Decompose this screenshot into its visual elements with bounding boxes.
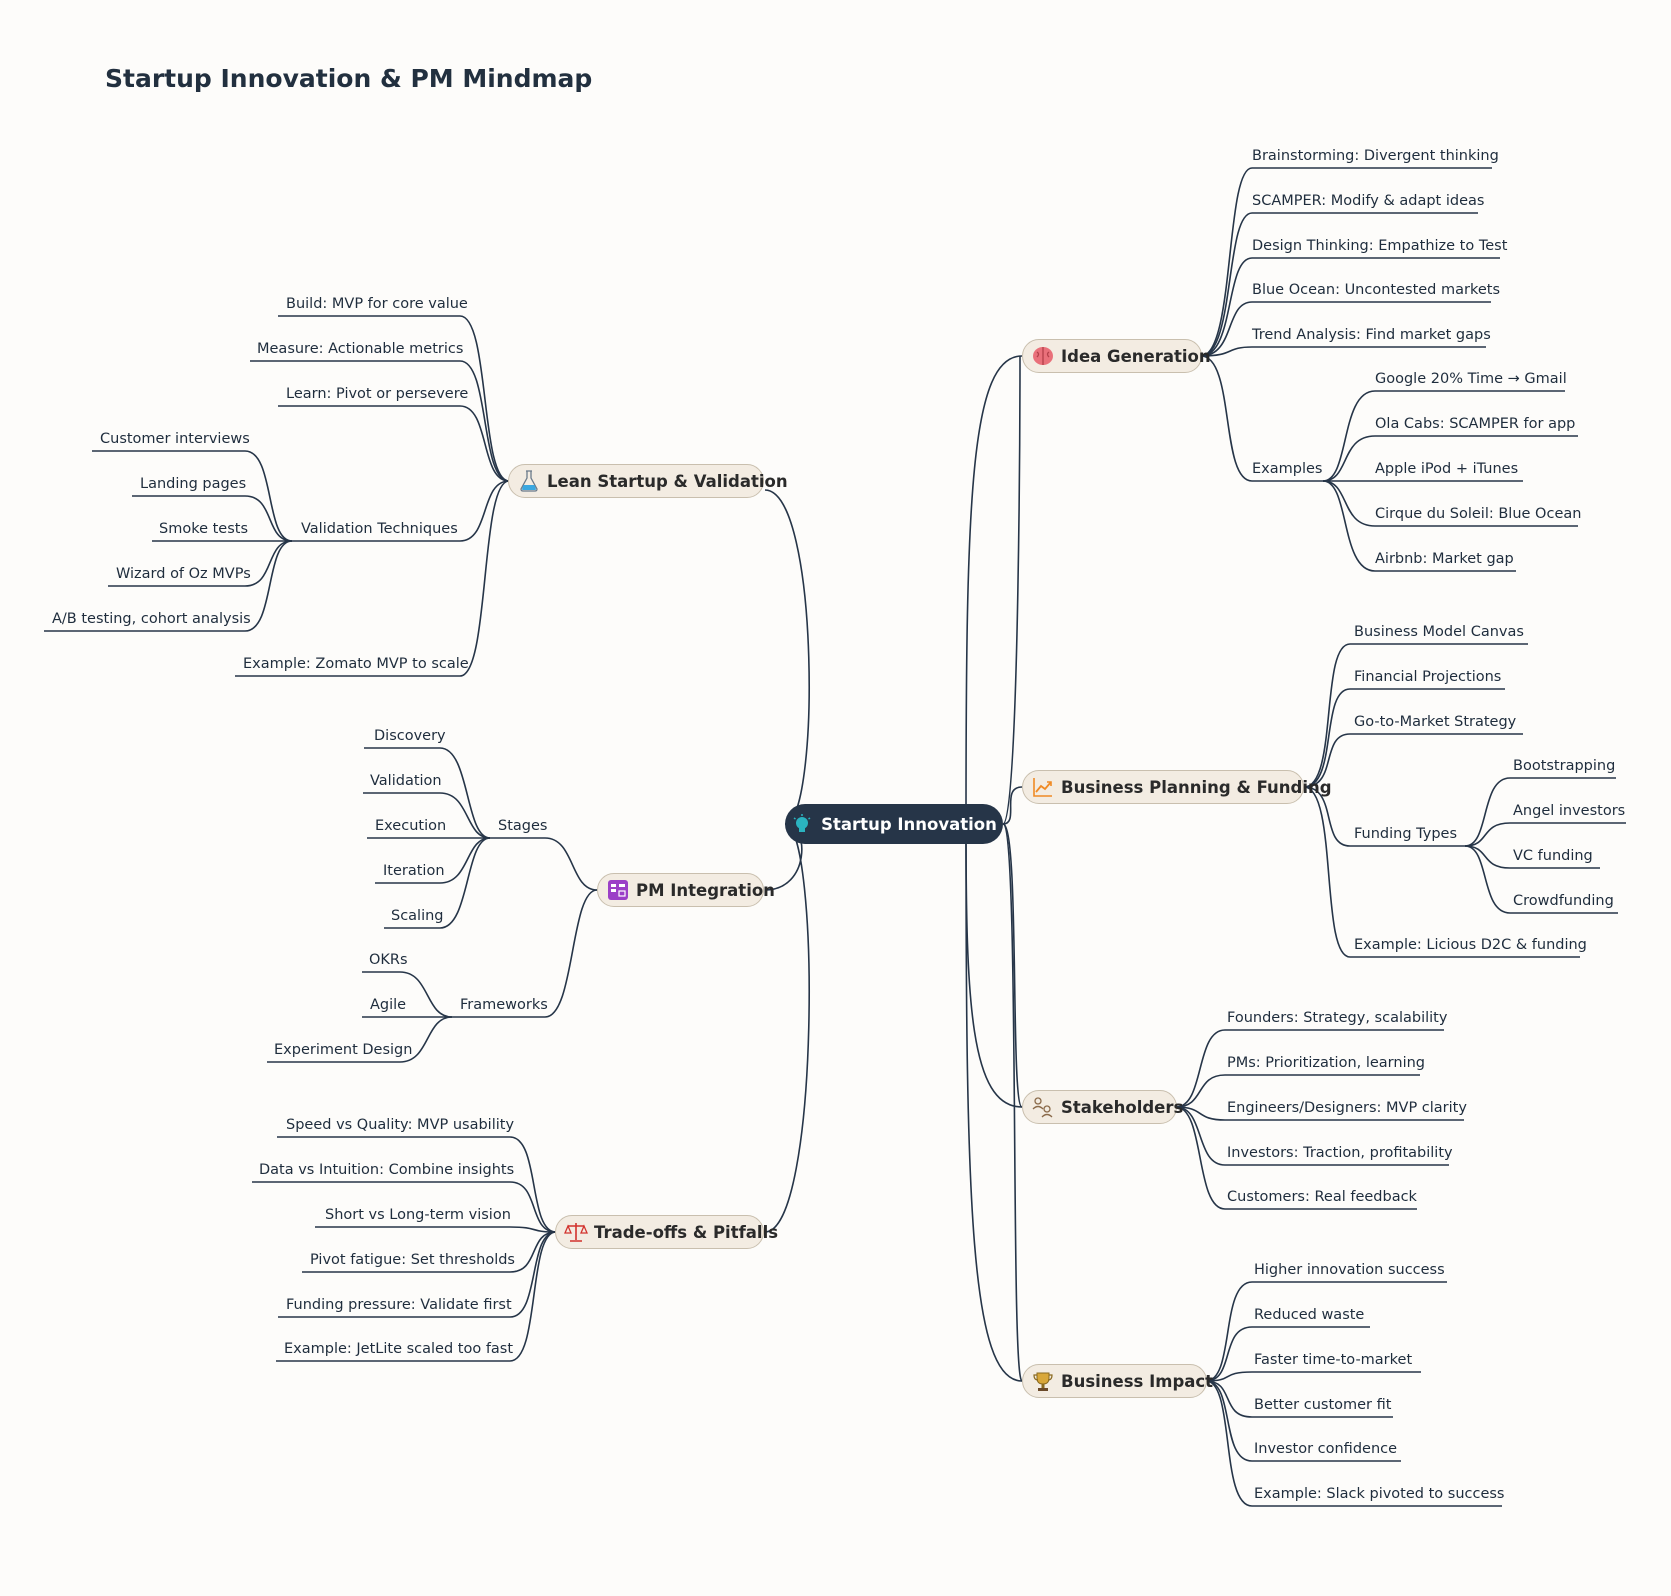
leaf-example-google: Google 20% Time → Gmail xyxy=(1375,371,1567,387)
topic-label: Business Impact xyxy=(1061,1371,1214,1391)
leaf-funding-pressure: Funding pressure: Validate first xyxy=(286,1297,512,1313)
topic-pm-integration[interactable]: PM Integration xyxy=(597,873,775,907)
topic-lean-startup[interactable]: Lean Startup & Validation xyxy=(508,464,788,498)
leaf-bootstrapping: Bootstrapping xyxy=(1513,758,1616,774)
leaf-design-thinking: Design Thinking: Empathize to Test xyxy=(1252,238,1508,254)
topic-label: PM Integration xyxy=(636,880,775,900)
leaf-measure: Measure: Actionable metrics xyxy=(257,341,464,357)
trophy-icon xyxy=(1031,1368,1055,1394)
leaf-scamper: SCAMPER: Modify & adapt ideas xyxy=(1252,193,1485,209)
root-label: Startup Innovation xyxy=(821,814,997,834)
flask-icon xyxy=(517,468,541,494)
root-node[interactable]: Startup Innovation xyxy=(785,804,1003,844)
trend-chart-icon xyxy=(1031,774,1055,800)
leaf-experiment-design: Experiment Design xyxy=(274,1042,413,1058)
leaf-speed-quality: Speed vs Quality: MVP usability xyxy=(286,1117,515,1133)
brain-icon xyxy=(1031,343,1055,369)
leaf-customer-interviews: Customer interviews xyxy=(100,431,250,447)
leaf-customer-fit: Better customer fit xyxy=(1254,1397,1392,1413)
leaf-example-airbnb: Airbnb: Market gap xyxy=(1375,551,1514,567)
scale-icon xyxy=(564,1219,588,1245)
leaf-ab-testing: A/B testing, cohort analysis xyxy=(52,611,251,627)
leaf-example-apple: Apple iPod + iTunes xyxy=(1375,461,1519,477)
leaf-wizard-of-oz: Wizard of Oz MVPs xyxy=(116,566,251,582)
leaf-engineers: Engineers/Designers: MVP clarity xyxy=(1227,1100,1467,1116)
people-icon xyxy=(1031,1094,1055,1120)
topic-stakeholders[interactable]: Stakeholders xyxy=(1022,1090,1183,1124)
leaf-learn: Learn: Pivot or persevere xyxy=(286,386,469,402)
leaf-short-long: Short vs Long-term vision xyxy=(325,1207,511,1223)
leaf-okrs: OKRs xyxy=(369,952,408,968)
topic-label: Idea Generation xyxy=(1061,346,1211,366)
leaf-faster-ttm: Faster time-to-market xyxy=(1254,1352,1413,1368)
leaf-slack: Example: Slack pivoted to success xyxy=(1254,1486,1505,1502)
lightbulb-icon xyxy=(791,813,813,835)
leaf-trend-analysis: Trend Analysis: Find market gaps xyxy=(1252,327,1491,343)
topic-label: Business Planning & Funding xyxy=(1061,777,1332,797)
leaf-frameworks: Frameworks xyxy=(460,997,548,1013)
leaf-customers: Customers: Real feedback xyxy=(1227,1189,1417,1205)
leaf-investors: Investors: Traction, profitability xyxy=(1227,1145,1453,1161)
topic-tradeoffs[interactable]: Trade-offs & Pitfalls xyxy=(555,1215,778,1249)
topic-business-planning[interactable]: Business Planning & Funding xyxy=(1022,770,1332,804)
leaf-stages: Stages xyxy=(498,818,548,834)
leaf-pivot-fatigue: Pivot fatigue: Set thresholds xyxy=(310,1252,515,1268)
leaf-example-cirque: Cirque du Soleil: Blue Ocean xyxy=(1375,506,1582,522)
leaf-angel: Angel investors xyxy=(1513,803,1626,819)
leaf-build: Build: MVP for core value xyxy=(286,296,468,312)
leaf-brainstorming: Brainstorming: Divergent thinking xyxy=(1252,148,1499,164)
topic-business-impact[interactable]: Business Impact xyxy=(1022,1364,1213,1398)
leaf-pms: PMs: Prioritization, learning xyxy=(1227,1055,1426,1071)
leaf-zomato: Example: Zomato MVP to scale xyxy=(243,656,469,672)
leaf-discovery: Discovery xyxy=(374,728,446,744)
leaf-iteration: Iteration xyxy=(383,863,445,879)
topic-label: Trade-offs & Pitfalls xyxy=(594,1222,779,1242)
leaf-reduced-waste: Reduced waste xyxy=(1254,1307,1365,1323)
leaf-founders: Founders: Strategy, scalability xyxy=(1227,1010,1448,1026)
topic-idea-generation[interactable]: Idea Generation xyxy=(1022,339,1211,373)
leaf-blue-ocean: Blue Ocean: Uncontested markets xyxy=(1252,282,1501,298)
leaf-validation-techniques: Validation Techniques xyxy=(301,521,458,537)
leaf-execution: Execution xyxy=(375,818,447,834)
leaf-gtm: Go-to-Market Strategy xyxy=(1354,714,1517,730)
leaf-example-ola: Ola Cabs: SCAMPER for app xyxy=(1375,416,1576,432)
leaf-licious: Example: Licious D2C & funding xyxy=(1354,937,1587,953)
leaf-higher-success: Higher innovation success xyxy=(1254,1262,1445,1278)
leaf-financial: Financial Projections xyxy=(1354,669,1502,685)
leaf-examples: Examples xyxy=(1252,461,1323,477)
topic-label: Stakeholders xyxy=(1061,1097,1184,1117)
leaf-agile: Agile xyxy=(370,997,407,1013)
leaf-crowdfunding: Crowdfunding xyxy=(1513,893,1614,909)
leaf-data-intuition: Data vs Intuition: Combine insights xyxy=(259,1162,515,1178)
leaf-jetlite: Example: JetLite scaled too fast xyxy=(284,1341,514,1357)
leaf-validation: Validation xyxy=(370,773,442,789)
leaf-investor-confidence: Investor confidence xyxy=(1254,1441,1398,1457)
leaf-vc: VC funding xyxy=(1513,848,1593,864)
kanban-icon xyxy=(606,877,630,903)
topic-label: Lean Startup & Validation xyxy=(547,471,788,491)
leaf-scaling: Scaling xyxy=(391,908,444,924)
mindmap-title: Startup Innovation & PM Mindmap xyxy=(105,64,593,93)
leaf-smoke-tests: Smoke tests xyxy=(159,521,249,537)
leaf-landing-pages: Landing pages xyxy=(140,476,247,492)
leaf-bmc: Business Model Canvas xyxy=(1354,624,1524,640)
leaf-funding-types: Funding Types xyxy=(1354,826,1458,842)
